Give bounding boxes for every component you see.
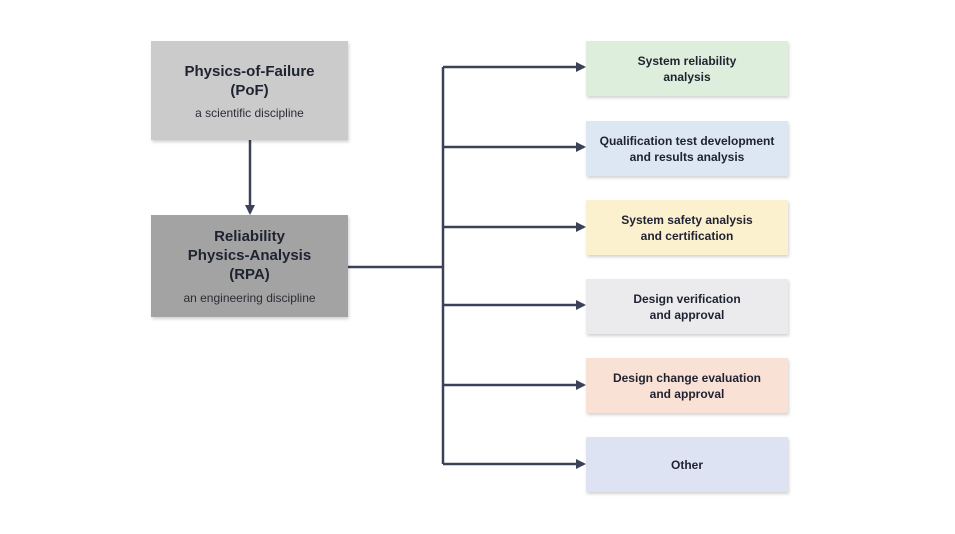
application-label: Qualification test development and resul… (599, 133, 775, 164)
application-box-other: Other (586, 437, 788, 492)
pof-box: Physics-of-Failure (PoF) a scientific di… (151, 41, 348, 140)
application-box-qualification-test: Qualification test development and resul… (586, 121, 788, 176)
rpa-subtitle: an engineering discipline (183, 291, 316, 305)
application-label: System safety analysis and certification (621, 212, 753, 243)
application-label: System reliability analysis (637, 53, 737, 84)
application-label: Design verification and approval (633, 291, 741, 322)
application-box-system-safety: System safety analysis and certification (586, 200, 788, 255)
application-box-system-reliability: System reliability analysis (586, 41, 788, 96)
pof-title: Physics-of-Failure (PoF) (184, 62, 315, 99)
application-label: Design change evaluation and approval (612, 370, 762, 401)
pof-subtitle: a scientific discipline (195, 105, 304, 120)
rpa-box: Reliability Physics-Analysis (RPA) an en… (151, 215, 348, 317)
application-box-design-change: Design change evaluation and approval (586, 358, 788, 413)
application-box-design-verification: Design verification and approval (586, 279, 788, 334)
application-label: Other (670, 457, 703, 472)
rpa-title: Reliability Physics-Analysis (RPA) (187, 228, 312, 283)
